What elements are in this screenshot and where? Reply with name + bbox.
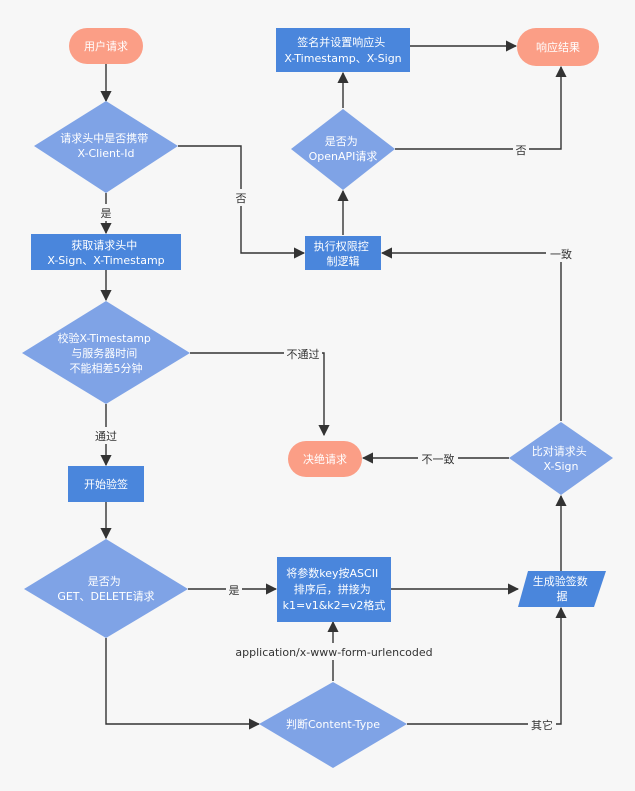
edge-label-no-openapi: 否 <box>516 144 527 157</box>
node-label-content-type: 判断Content-Type <box>286 717 380 731</box>
edge-label-mismatch: 不一致 <box>422 452 455 466</box>
edge-check-timestamp-fail <box>190 352 330 437</box>
node-label-access-control: 执行权限控 制逻辑 <box>314 239 373 268</box>
node-label-sign-headers: 签名并设置响应头 X-Timestamp、X-Sign <box>284 35 401 65</box>
nodes: 用户请求 请求头中是否携带 X-Client-Id 获取请求头中 X-Sign、… <box>22 28 613 768</box>
edge-content-type-other <box>407 606 567 725</box>
node-label-response: 响应结果 <box>536 40 580 54</box>
edge-label-other: 其它 <box>531 718 553 732</box>
edge-label-form-urlencoded: application/x-www-form-urlencoded <box>235 646 432 659</box>
node-label-is-openapi: 是否为 OpenAPI请求 <box>309 135 378 163</box>
process-start-verify <box>68 466 144 502</box>
edge-labels: 是 否 通过 不通过 是 application/x-www-form-urle… <box>91 141 576 733</box>
edge-is-get-delete-no <box>105 638 261 730</box>
node-label-reject: 决绝请求 <box>303 452 347 466</box>
edge-label-yes-client: 是 <box>101 207 112 220</box>
terminal-user-request <box>69 28 143 64</box>
edge-openapi-no <box>395 65 567 150</box>
decision-compare-sign <box>509 422 613 495</box>
process-sort-params <box>277 557 391 622</box>
node-label-is-get-delete: 是否为 GET、DELETE请求 <box>57 575 154 603</box>
node-label-check-timestamp: 校验X-Timestamp 与服务器时间 不能相差5分钟 <box>58 331 155 375</box>
edge-label-match: 一致 <box>550 247 572 261</box>
data-gen-sign <box>518 571 606 607</box>
edge-compare-match <box>380 247 562 421</box>
edge-label-yes-get: 是 <box>229 584 240 597</box>
node-label-compare-sign: 比对请求头 X-Sign <box>532 444 591 473</box>
node-label-user-request: 用户请求 <box>84 39 128 53</box>
node-label-start-verify: 开始验签 <box>84 477 128 491</box>
edge-label-no-client: 否 <box>236 192 247 205</box>
terminal-reject <box>288 441 362 477</box>
decision-is-openapi <box>291 109 395 190</box>
terminal-response <box>517 28 599 66</box>
node-label-sort-params: 将参数key按ASCII 排序后，拼接为 k1=v1&k2=v2格式 <box>283 566 386 612</box>
decision-content-type <box>259 682 407 768</box>
node-label-gen-sign: 生成验签数 据 <box>533 574 592 603</box>
process-get-headers <box>31 234 181 270</box>
node-label-has-client-id: 请求头中是否携带 X-Client-Id <box>60 131 152 160</box>
process-sign-headers <box>276 28 410 72</box>
decision-has-client-id <box>34 101 178 193</box>
decision-check-timestamp <box>22 301 190 404</box>
edge-label-fail: 不通过 <box>287 348 320 361</box>
decision-is-get-delete <box>24 539 188 638</box>
process-access-control <box>305 236 381 270</box>
edge-label-pass: 通过 <box>95 430 117 443</box>
node-label-get-headers: 获取请求头中 X-Sign、X-Timestamp <box>47 239 164 267</box>
